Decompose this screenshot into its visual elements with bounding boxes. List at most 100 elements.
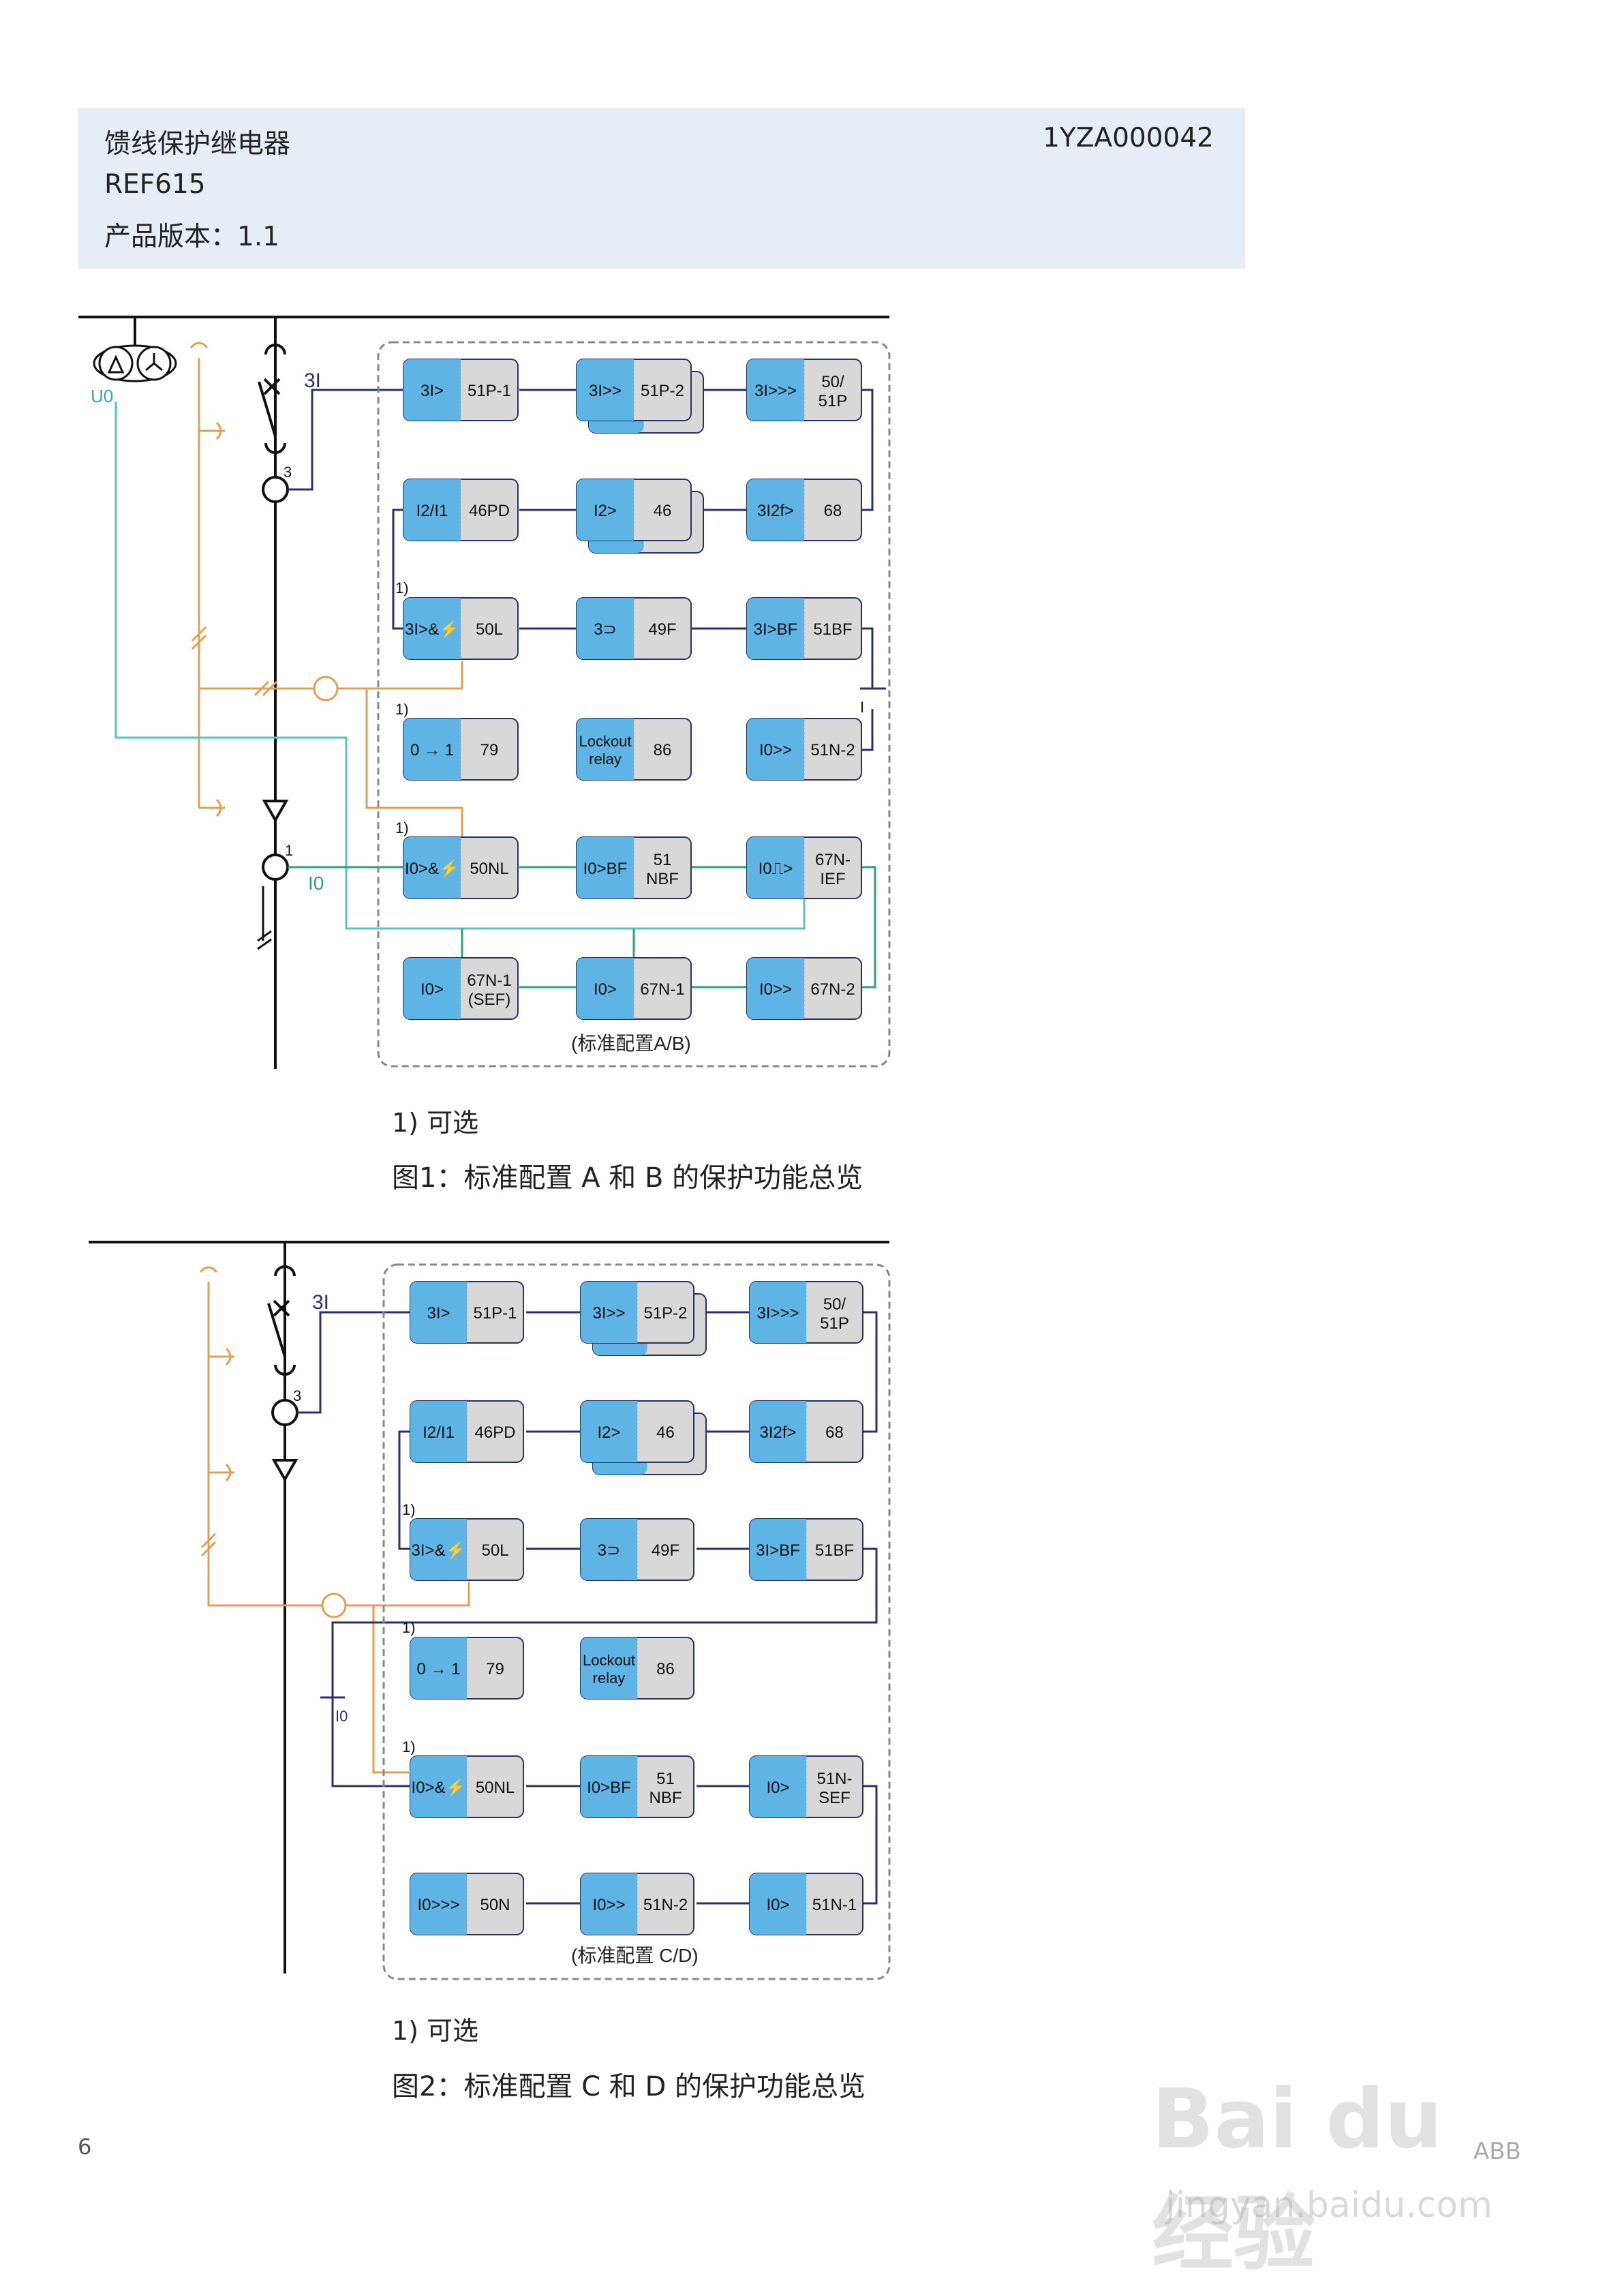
fig1-block-4-code: 46 xyxy=(654,502,672,520)
fig1-block-8-code: 51BF xyxy=(813,620,852,639)
fig1-block-3-symbol: I2/I1 xyxy=(416,502,448,520)
fig1-block-4-symbol: I2> xyxy=(594,502,617,520)
svg-text:1): 1) xyxy=(395,819,409,836)
fig2-block-6-code: 50L xyxy=(481,1541,508,1560)
fig2-block-16: I0> 51N-1 xyxy=(749,1873,863,1935)
fig2-block-2: 3I>>> 50/51P xyxy=(749,1281,863,1344)
svg-text:IEF: IEF xyxy=(820,870,845,888)
svg-text:1): 1) xyxy=(402,1619,416,1636)
fig1-block-16-symbol: I0> xyxy=(594,980,617,999)
fig1-block-9-symbol: 0 → 1 xyxy=(410,741,454,759)
fig2-block-4-symbol: I2> xyxy=(597,1423,620,1442)
fig2-block-13: I0>51N-SEF xyxy=(749,1755,863,1818)
watermark-url: jingyan.baidu.com xyxy=(1165,2185,1493,2226)
document-number: 1YZA000042 xyxy=(1043,123,1214,153)
fig1-block-13-symbol: I0>BF xyxy=(583,860,628,878)
fig1-block-10-symbol: Lockout xyxy=(579,733,631,750)
fig1-block-11-symbol: I0>> xyxy=(759,741,792,759)
svg-text:51P: 51P xyxy=(820,1314,849,1333)
fig1-block-12: I0>&⚡50NL xyxy=(403,836,519,899)
fig2-block-12-symbol: I0>BF xyxy=(587,1779,631,1797)
fig2-block-1-symbol: 3I>> xyxy=(592,1304,625,1323)
fig2-block-2-symbol: 3I>>> xyxy=(756,1304,799,1323)
fig1-footnote: 1) 可选 xyxy=(392,1108,479,1138)
fig1-block-14-code: 67N- xyxy=(815,851,851,869)
svg-text:51P: 51P xyxy=(818,392,848,410)
watermark-brand: Bai du 经验 xyxy=(1152,2072,1443,2282)
svg-text:3: 3 xyxy=(293,1387,301,1404)
fig1-block-7-code: 49F xyxy=(648,620,676,639)
svg-text:1): 1) xyxy=(402,1501,416,1518)
fig1-block-0-code: 51P-1 xyxy=(468,382,511,400)
fig1-block-10-code: 86 xyxy=(654,741,672,759)
fig2-block-11: I0>&⚡ 50NL xyxy=(410,1755,524,1818)
svg-text:SEF: SEF xyxy=(818,1789,851,1807)
fig2-block-15-code: 51N-2 xyxy=(643,1896,688,1914)
fig1-block-5: 3I2f>68 xyxy=(746,479,862,541)
fig2-block-16-symbol: I0> xyxy=(766,1896,789,1914)
product-title: 馈线保护继电器 xyxy=(104,129,291,160)
product-version: 产品版本：1.1 xyxy=(104,222,280,252)
product-model: REF615 xyxy=(104,169,206,200)
fig1-block-11-code: 51N-2 xyxy=(810,741,855,759)
3i-label: 3I xyxy=(304,369,321,392)
fig1-block-2-code: 50/ xyxy=(821,373,844,391)
fig2-block-16-code: 51N-1 xyxy=(812,1896,857,1914)
fig1-block-5-symbol: 3I2f> xyxy=(757,502,794,520)
fig2-block-13-symbol: I0> xyxy=(766,1779,789,1797)
fig1-caption: 图1：标准配置 A 和 B 的保护功能总览 xyxy=(392,1162,863,1194)
fig2-block-14-code: 50N xyxy=(480,1896,510,1914)
fig2-block-2-code: 50/ xyxy=(823,1295,846,1314)
figure-1: U0 I0 1 3I 3 xyxy=(78,316,891,1069)
fig2-block-11-code: 50NL xyxy=(476,1779,515,1797)
fig2-block-3-symbol: I2/I1 xyxy=(423,1423,455,1442)
svg-text:relay: relay xyxy=(589,751,622,768)
fig1-block-16: I0> 67N-1 xyxy=(576,957,692,1020)
svg-text:1): 1) xyxy=(395,579,409,596)
svg-text:1): 1) xyxy=(402,1738,416,1755)
fig1-block-8-symbol: 3I>BF xyxy=(754,620,798,639)
fig2-block-1: 3I>> 51P-2 xyxy=(580,1281,707,1356)
fig1-block-14-symbol: I0⎍> xyxy=(759,860,793,878)
fig2-block-5-code: 68 xyxy=(825,1423,844,1442)
fig2-block-15: I0>> 51N-2 xyxy=(580,1873,694,1935)
fig2-block-7-code: 49F xyxy=(652,1541,679,1560)
svg-text:1): 1) xyxy=(395,701,409,718)
fig2-block-14: I0>>>50N xyxy=(410,1873,524,1935)
fig2-block-15-symbol: I0>> xyxy=(592,1896,625,1914)
u0-label: U0 xyxy=(91,386,113,406)
svg-text:NBF: NBF xyxy=(649,1789,682,1807)
fig2-block-7: 3⊃49F xyxy=(580,1518,694,1581)
fig2-block-1-code: 51P-2 xyxy=(643,1304,687,1323)
fig1-block-8: 3I>BF 51BF xyxy=(746,597,862,660)
fig2-block-6-symbol: 3I>&⚡ xyxy=(412,1541,466,1560)
fig1-block-1: 3I>>51P-2 xyxy=(576,359,704,434)
fig2-block-10-code: 86 xyxy=(656,1660,675,1678)
svg-text:I: I xyxy=(860,699,864,716)
baidu-watermark: Bai du 经验 jingyan.baidu.com xyxy=(1152,2059,1533,2282)
svg-text:relay: relay xyxy=(593,1670,626,1687)
fig1-block-13-code: 51 xyxy=(654,851,672,869)
fig2-block-11-symbol: I0>&⚡ xyxy=(412,1778,466,1797)
i0-label: I0 xyxy=(308,873,324,894)
fig2-block-5: 3I2f>68 xyxy=(749,1400,863,1463)
fig1-block-0: 3I>51P-1 xyxy=(403,359,519,421)
svg-text:NBF: NBF xyxy=(646,870,679,888)
fig1-block-16-code: 67N-1 xyxy=(640,980,684,999)
fig1-block-17: I0>>67N-2 xyxy=(746,957,862,1020)
fig2-block-0-symbol: 3I> xyxy=(427,1304,450,1323)
fig1-block-7-symbol: 3⊃ xyxy=(594,620,616,639)
fig1-block-11: I0>> 51N-2 xyxy=(746,718,862,781)
fig1-block-12-code: 50NL xyxy=(470,860,508,878)
